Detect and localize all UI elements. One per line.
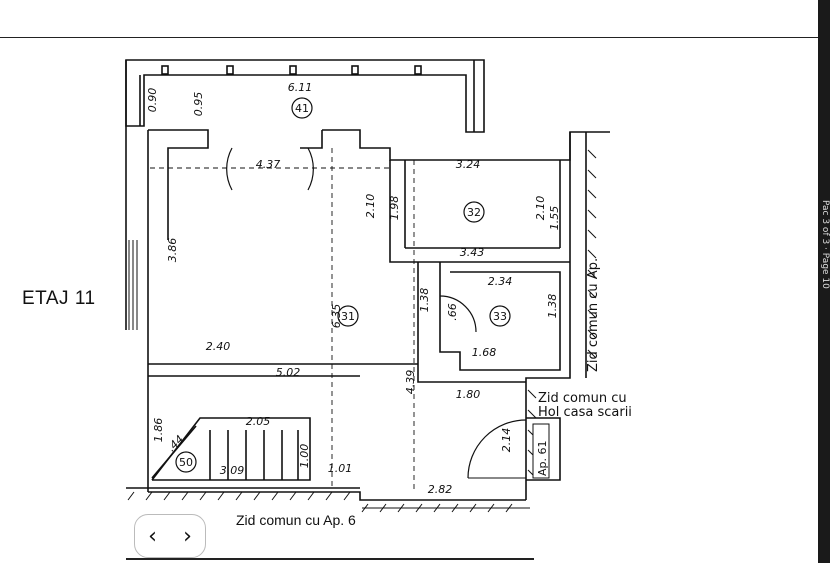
dim-0-90: 0.90 bbox=[146, 88, 159, 113]
dim-1-86: 1.86 bbox=[152, 418, 165, 443]
dim-2-10-right: 2.10 bbox=[534, 196, 547, 221]
bottom-wall-label: Zid comun cu Ap. 6 bbox=[236, 512, 356, 528]
dim-1-38-right: 1.38 bbox=[546, 294, 559, 319]
dim-4-37: 4.37 bbox=[256, 158, 281, 171]
dim-3-24: 3.24 bbox=[456, 158, 481, 171]
dim-3-86: 3.86 bbox=[166, 238, 179, 263]
dim-1-80: 1.80 bbox=[456, 388, 481, 401]
room-number-41: 41 bbox=[295, 102, 309, 115]
dim-3-43: 3.43 bbox=[460, 246, 485, 259]
stair-outline bbox=[151, 417, 311, 481]
dim-2-05: 2.05 bbox=[246, 415, 271, 428]
side-wall-label: Zid comun cu Ap. bbox=[586, 258, 601, 372]
dim-2-10-left: 2.10 bbox=[364, 194, 377, 219]
dim-1-00: 1.00 bbox=[298, 444, 311, 469]
previous-page-button[interactable]: ‹ bbox=[148, 523, 157, 549]
balcony-post bbox=[414, 65, 422, 75]
dim-6-11: 6.11 bbox=[288, 81, 313, 94]
dim-1-01: 1.01 bbox=[328, 462, 353, 475]
apartment-tag-box bbox=[532, 423, 550, 479]
room-marker-50 bbox=[175, 451, 197, 473]
dim-1-55: 1.55 bbox=[548, 206, 561, 231]
dim-0-95: 0.95 bbox=[192, 92, 205, 117]
room-marker-32 bbox=[463, 201, 485, 223]
hall-wall-label-line2: Hol casa scarii bbox=[538, 405, 632, 420]
balcony-post bbox=[226, 65, 234, 75]
next-page-button[interactable]: › bbox=[183, 523, 192, 549]
room-marker-33 bbox=[489, 305, 511, 327]
room-marker-41 bbox=[291, 97, 313, 119]
dim-5-02: 5.02 bbox=[276, 366, 301, 379]
dim-2-14: 2.14 bbox=[500, 428, 513, 453]
dim-2-34: 2.34 bbox=[488, 275, 513, 288]
dim-2-40: 2.40 bbox=[206, 340, 231, 353]
balcony-post bbox=[289, 65, 297, 75]
dim-1-98: 1.98 bbox=[388, 196, 401, 221]
room-number-32: 32 bbox=[467, 206, 481, 219]
room-number-33: 33 bbox=[493, 310, 507, 323]
balcony-wall bbox=[125, 59, 485, 133]
dim-3-09: 3.09 bbox=[220, 464, 245, 477]
apartment-tag: Ap. 61 bbox=[536, 441, 549, 477]
page-bottom-rule bbox=[126, 558, 534, 560]
room-number-50: 50 bbox=[179, 456, 193, 469]
floor-label: ETAJ 11 bbox=[22, 288, 96, 309]
hall-wall-label-line1: Zid comun cu bbox=[538, 391, 627, 406]
page-navigation: ‹ › bbox=[134, 514, 206, 558]
room-marker-31 bbox=[337, 305, 359, 327]
bedroom-wall bbox=[389, 160, 570, 263]
dim-1-68: 1.68 bbox=[472, 346, 497, 359]
dim-0-44: .44 bbox=[165, 433, 187, 455]
viewer-edge-strip bbox=[818, 0, 830, 563]
balcony-post bbox=[161, 65, 169, 75]
dim-6-35: 6.35 bbox=[330, 304, 343, 329]
living-wall-left bbox=[148, 129, 209, 240]
dim-4-39: 4.39 bbox=[404, 370, 417, 395]
balcony-post bbox=[351, 65, 359, 75]
dim-1-38-left: 1.38 bbox=[418, 288, 431, 313]
edge-page-text: Pac 3 of 3 · Page 10 bbox=[820, 200, 830, 289]
dim-2-82: 2.82 bbox=[428, 483, 453, 496]
dim-0-66: .66 bbox=[446, 303, 459, 321]
page-top-rule bbox=[0, 37, 830, 38]
room-number-31: 31 bbox=[341, 310, 355, 323]
